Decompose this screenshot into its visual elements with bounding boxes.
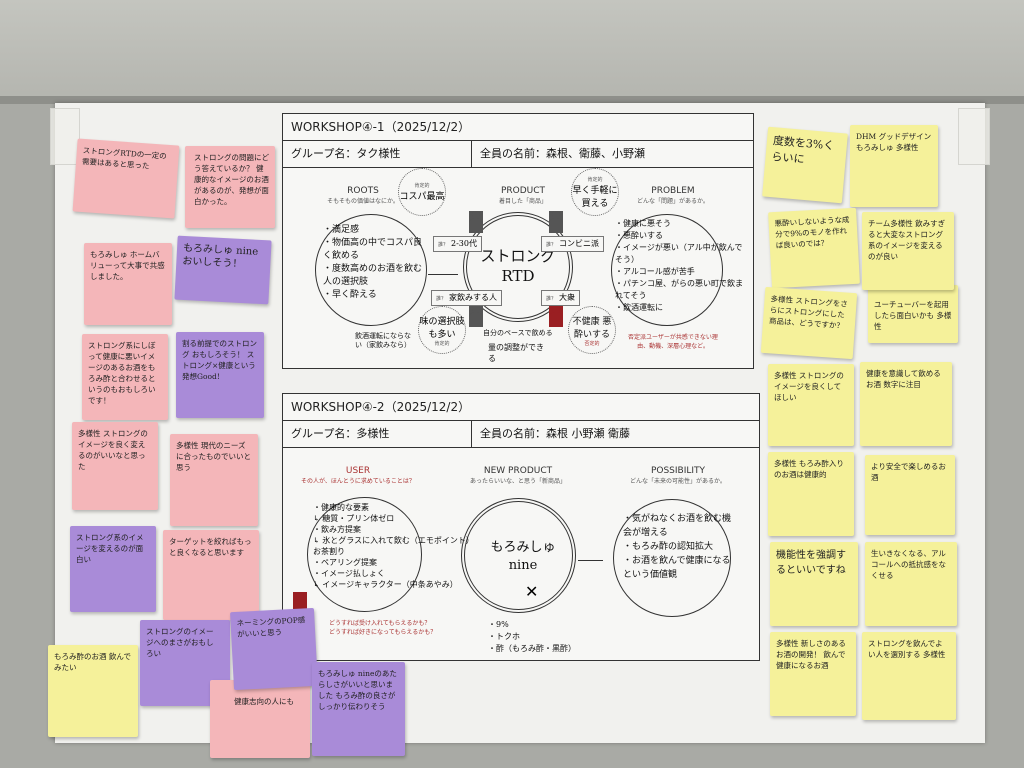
product-name: ストロング RTD (480, 247, 556, 285)
worksheet-title: WORKSHOP④-1（2025/12/2） (283, 114, 753, 141)
sticky-note: もろみ酢のお酒 飲んでみたい (48, 645, 138, 737)
sticky-note: ネーミングのPOP感がいいと思う (230, 607, 318, 691)
sticky-note: 多様性 ストロングのイメージを良くしてほしい (768, 364, 854, 446)
sticky-note: 度数を3%くらいに (762, 126, 848, 204)
possibility-circle (613, 499, 731, 617)
who-tag: 誰？コンビニ派 (541, 236, 605, 252)
group-name: グループ名：多様性 (283, 421, 472, 447)
member-names: 全員の名前：森根、衛藤、小野瀬 (480, 147, 645, 160)
sticky-note: ユーチューバーを起用したら面白いかも 多様性 (868, 285, 958, 343)
who-tag: 誰？2-30代 (433, 236, 482, 252)
thought-bubble: 味の選択肢も多い肯定的 (418, 306, 466, 354)
sticky-note: 健康志向の人にも (210, 680, 310, 758)
user-questions: どうすれば受け入れてもらえるかも？どうすれば好きになってもらえるかも？ (329, 620, 437, 636)
sticky-note: もろみしゅ ホームバリューって大事で共感しました。 (84, 243, 172, 325)
gray-pawn-marker (469, 211, 483, 233)
new-product-circle (461, 498, 576, 613)
sticky-note: DHM グッドデザインもろみしゅ 多様性 (850, 125, 938, 207)
tape (958, 108, 990, 165)
gray-pawn-marker (469, 305, 483, 327)
sticky-note: 生いきなくなる、アルコールへの抵抗感をなくせる (865, 542, 957, 626)
sticky-note: 悪酔いしないような成分で9%のモノを作れば良いのでは？ (768, 207, 860, 289)
worksheet-2: WORKSHOP④-2（2025/12/2） グループ名：多様性 全員の名前：森… (282, 393, 760, 661)
problem-note: 否定派ユーザーが共感できない理由、動機、深層心理など。 (628, 334, 718, 350)
figure-doodle-icon: ✕ (525, 582, 539, 601)
annotation: 自分のペースで飲める (483, 329, 553, 337)
sticky-note: ストロングRTDの一定の需要はあると思った (72, 138, 180, 219)
annotation: 飲酒運転にならない（家飲みなら） (355, 332, 411, 349)
product-specs: ・9%・トクホ・酢（もろみ酢・黒酢） (488, 620, 576, 653)
sticky-note: ターゲットを絞ればもっと良くなると思います (163, 530, 259, 620)
roots-list: ・満足感・物価高の中でコスパ良く飲める・度数高めのお酒を飲む人の選択肢・早く酔え… (323, 225, 423, 300)
group-name: グループ名：タク様性 (283, 141, 472, 167)
who-tag: 誰？大衆 (541, 290, 581, 306)
member-names: 全員の名前：森根 小野瀬 衛藤 (480, 427, 630, 440)
sticky-note: ストロング系にしぼって健康に悪いイメージのあるお酒をもろみ酢と合わせるというのも… (82, 334, 168, 420)
user-list: ・健康的な要素↳ 糖質・プリン体ゼロ・飲み方提案↳ 氷とグラスに入れて飲む（エモ… (313, 503, 474, 589)
annotation: 量の調整ができる (488, 343, 544, 363)
problem-list: ・健康に悪そう・悪酔いする・イメージが悪い（アル中が飲んでそう）・アルコール感が… (615, 219, 743, 312)
new-product-name: もろみしゅ nine (490, 540, 556, 573)
tape (50, 108, 80, 165)
sticky-note: 多様性 ストロングのイメージを良く変えるのがいいなと思った (72, 422, 158, 510)
possibility-list: ・気がねなくお酒を飲む機会が増える・もろみ酢の認知拡大・お酒を飲んで健康になると… (623, 514, 732, 580)
problem-circle (611, 214, 723, 326)
sticky-note: 機能性を強調するといいですね (770, 542, 858, 626)
worksheet-title: WORKSHOP④-2（2025/12/2） (283, 394, 759, 421)
sticky-note: 多様性 ストロングをさらにストロングにした商品は、どうですか？ (760, 286, 858, 360)
gray-pawn-marker (549, 211, 563, 233)
sticky-note: 健康を意識して飲めるお酒 数字に注目 (860, 362, 952, 446)
sticky-note: 多様性 もろみ酢入りのお酒は健康的 (768, 452, 854, 536)
user-circle (307, 497, 422, 612)
sticky-note: 割る前提でのストロング おもしろそう！ ストロング×健康という発想Good! (176, 332, 264, 418)
sticky-note: ストロングの問題にどう答えているか？ 健康的なイメージのお酒があるのが、発想が面… (185, 146, 275, 228)
thought-bubble: 不健康 悪酔いする否定的 (568, 306, 616, 354)
arrow (428, 274, 458, 275)
sticky-note: より安全で楽しめるお酒 (865, 455, 955, 535)
wall-rail (0, 96, 1024, 104)
who-tag: 誰？家飲みする人 (431, 290, 503, 306)
sticky-note: もろみしゅ nine おいしそう！ (174, 235, 272, 305)
worksheet-1: WORKSHOP④-1（2025/12/2） グループ名：タク様性 全員の名前：… (282, 113, 754, 369)
thought-bubble: 肯定的コスパ最高 (398, 168, 446, 216)
sticky-note: ストロング系のイメージを変えるのが面白い (70, 526, 156, 612)
sticky-note: チーム多様性 飲みすぎると大変なストロング系のイメージを変えるのが良い (862, 212, 954, 290)
sticky-note: もろみしゅ nineのあたらしさがいいと思いました もろみ酢の良さがしっかり伝わ… (312, 662, 405, 756)
sticky-note: 多様性 現代のニーズに合ったものでいいと思う (170, 434, 258, 526)
roots-circle (315, 214, 427, 326)
red-pawn-marker (549, 305, 563, 327)
thought-bubble: 肯定的早く手軽に買える (571, 168, 619, 216)
sticky-note: 多様性 新しさのあるお酒の開発！ 飲んで健康になるお酒 (770, 632, 856, 716)
arrow (578, 560, 603, 561)
sticky-note: ストロングを飲んでよい人を選別する 多様性 (862, 632, 956, 720)
wall (0, 0, 1024, 100)
product-circle (463, 212, 573, 322)
